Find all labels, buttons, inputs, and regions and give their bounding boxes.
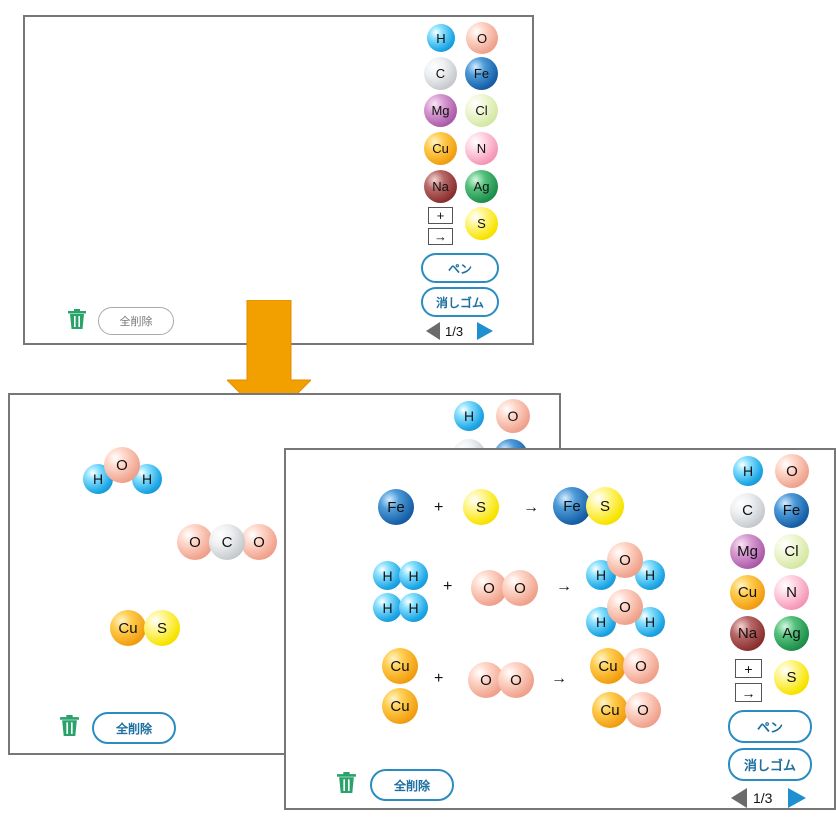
clear-all-button[interactable]: 全削除	[92, 712, 176, 744]
panel-empty-canvas: H O C Fe Mg Cl Cu N Na Ag + → S ペン 消しゴム …	[23, 15, 534, 345]
palette-arrow-operator[interactable]: →	[428, 228, 453, 245]
eq2-reactant-h[interactable]: H	[399, 593, 428, 622]
next-page-icon[interactable]	[788, 788, 806, 808]
eq3-reactant-cu[interactable]: Cu	[382, 688, 418, 724]
palette-atom-mg[interactable]: Mg	[730, 534, 765, 569]
molecule-h2o-h-left[interactable]: H	[83, 464, 113, 494]
page-indicator: 1/3	[445, 324, 464, 339]
eq1-product-fe[interactable]: Fe	[553, 487, 591, 525]
palette-atom-c[interactable]: C	[424, 57, 457, 90]
eq1-arrow: →	[523, 499, 539, 516]
palette-atom-ag[interactable]: Ag	[774, 616, 809, 651]
palette-atom-h[interactable]: H	[733, 456, 763, 486]
clear-all-button[interactable]: 全削除	[98, 307, 174, 335]
eq1-reactant-fe[interactable]: Fe	[378, 489, 414, 525]
palette-atom-na[interactable]: Na	[730, 616, 765, 651]
palette-atom-o[interactable]: O	[466, 22, 498, 54]
trash-icon[interactable]	[68, 309, 86, 329]
panel-equations: H O C Fe Mg Cl Cu N Na Ag + → S ペン 消しゴム …	[284, 448, 836, 810]
molecule-co2-o-left[interactable]: O	[177, 524, 213, 560]
palette-atom-ag[interactable]: Ag	[465, 170, 498, 203]
eq2-product-o[interactable]: O	[607, 542, 643, 578]
palette-atom-cu[interactable]: Cu	[730, 575, 765, 610]
next-page-icon[interactable]	[477, 322, 493, 340]
palette-atom-cl[interactable]: Cl	[465, 94, 498, 127]
palette-atom-h[interactable]: H	[427, 24, 455, 52]
prev-page-icon[interactable]	[729, 788, 747, 808]
palette-atom-h[interactable]: H	[454, 401, 484, 431]
palette-atom-n[interactable]: N	[465, 132, 498, 165]
palette-plus-operator[interactable]: +	[428, 207, 453, 224]
palette-atom-mg[interactable]: Mg	[424, 94, 457, 127]
eq2-reactant-h[interactable]: H	[399, 561, 428, 590]
eq2-plus: +	[443, 578, 453, 595]
trash-icon[interactable]	[60, 715, 79, 736]
eq2-arrow: →	[556, 578, 572, 595]
palette-atom-o[interactable]: O	[496, 399, 530, 433]
eq2-reactant-o[interactable]: O	[471, 570, 507, 606]
eq2-reactant-h[interactable]: H	[373, 561, 402, 590]
palette-atom-n[interactable]: N	[774, 575, 809, 610]
eq3-reactant-cu[interactable]: Cu	[382, 648, 418, 684]
palette-atom-na[interactable]: Na	[424, 170, 457, 203]
prev-page-icon[interactable]	[424, 322, 440, 340]
eraser-button[interactable]: 消しゴム	[728, 748, 812, 781]
trash-icon[interactable]	[337, 772, 356, 793]
molecule-cus-s[interactable]: S	[144, 610, 180, 646]
pen-button[interactable]: ペン	[728, 710, 812, 743]
eq3-reactant-o[interactable]: O	[498, 662, 534, 698]
palette-plus-operator[interactable]: +	[735, 659, 762, 678]
eraser-button[interactable]: 消しゴム	[421, 287, 499, 317]
clear-all-button[interactable]: 全削除	[370, 769, 454, 801]
molecule-co2-c[interactable]: C	[209, 524, 245, 560]
eq3-plus: +	[434, 670, 444, 687]
palette-atom-cu[interactable]: Cu	[424, 132, 457, 165]
eq3-product-cu[interactable]: Cu	[590, 648, 626, 684]
eq3-product-o[interactable]: O	[623, 648, 659, 684]
palette-atom-s[interactable]: S	[465, 207, 498, 240]
palette-atom-c[interactable]: C	[730, 493, 765, 528]
palette-arrow-operator[interactable]: →	[735, 683, 762, 702]
pen-button[interactable]: ペン	[421, 253, 499, 283]
palette-atom-cl[interactable]: Cl	[774, 534, 809, 569]
eq2-reactant-h[interactable]: H	[373, 593, 402, 622]
eq1-plus: +	[434, 499, 444, 516]
eq2-product-o[interactable]: O	[607, 589, 643, 625]
palette-atom-fe[interactable]: Fe	[465, 57, 498, 90]
eq3-product-o[interactable]: O	[625, 692, 661, 728]
molecule-cus-cu[interactable]: Cu	[110, 610, 146, 646]
eq3-arrow: →	[551, 670, 567, 687]
eq1-reactant-s[interactable]: S	[463, 489, 499, 525]
page-indicator: 1/3	[753, 790, 773, 806]
eq1-product-s[interactable]: S	[586, 487, 624, 525]
molecule-co2-o-right[interactable]: O	[241, 524, 277, 560]
palette-atom-o[interactable]: O	[775, 454, 809, 488]
eq3-product-cu[interactable]: Cu	[592, 692, 628, 728]
eq2-reactant-o[interactable]: O	[502, 570, 538, 606]
palette-atom-s[interactable]: S	[774, 660, 809, 695]
palette-atom-fe[interactable]: Fe	[774, 493, 809, 528]
molecule-h2o-o[interactable]: O	[104, 447, 140, 483]
